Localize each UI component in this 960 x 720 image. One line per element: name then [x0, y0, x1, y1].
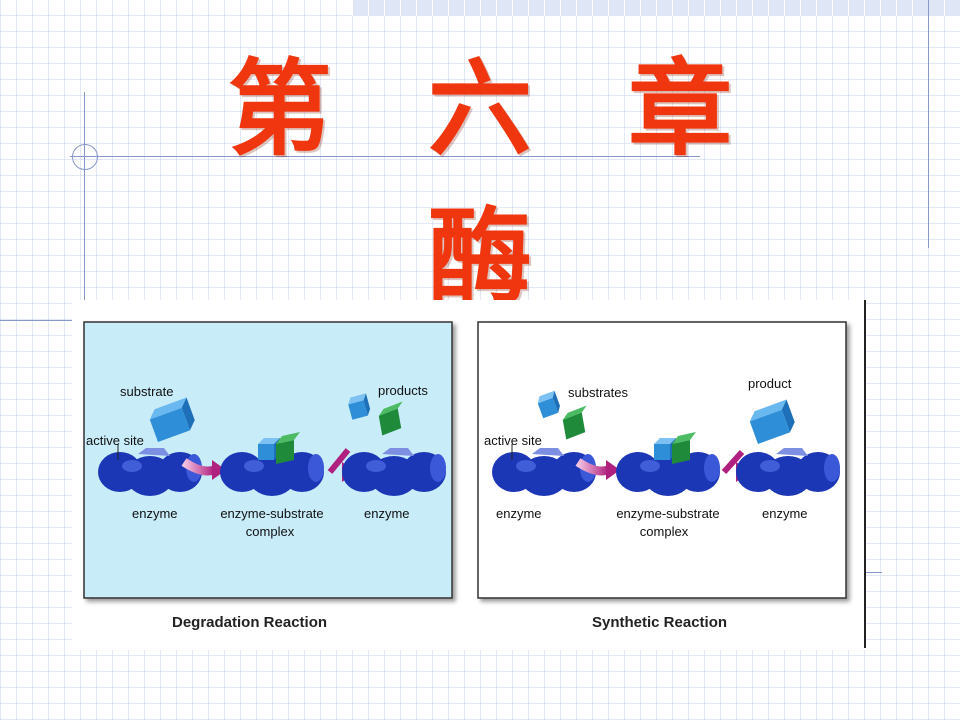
- reaction-arrow-icon: [181, 458, 216, 476]
- label-complex-line2: complex: [246, 524, 295, 539]
- synthetic-caption: Synthetic Reaction: [592, 614, 728, 631]
- decor-line-left-short: [0, 320, 72, 321]
- product-block-icon: [749, 399, 795, 444]
- degradation-caption: Degradation Reaction: [172, 614, 328, 631]
- chapter-title: 第 六 章: [227, 47, 763, 170]
- label-complex-line2: complex: [640, 524, 689, 539]
- enzyme-substrate-complex-icon: [220, 432, 324, 496]
- label-product: product: [748, 376, 792, 391]
- product-block-icon: [348, 393, 371, 420]
- label-enzyme: enzyme: [132, 506, 178, 521]
- label-enzyme: enzyme: [364, 506, 410, 521]
- label-active-site: active site: [86, 433, 144, 448]
- reaction-diagram: substrate active site products enzyme en…: [83, 321, 847, 599]
- label-enzyme: enzyme: [762, 506, 808, 521]
- figure-right-border: [864, 300, 866, 648]
- label-complex-line1: enzyme-substrate: [220, 506, 323, 521]
- label-enzyme: enzyme: [496, 506, 542, 521]
- enzyme-substrate-complex-icon: [616, 432, 720, 496]
- decor-circle: [72, 144, 98, 170]
- substrate-block-icon: [537, 390, 560, 419]
- substrate-block-icon: [149, 397, 195, 442]
- label-products: products: [378, 383, 428, 398]
- decor-line-horizontal: [70, 156, 700, 157]
- decor-line-right-short: [866, 572, 882, 573]
- label-substrate: substrate: [120, 384, 173, 399]
- reaction-arrow-icon: [575, 458, 610, 476]
- decor-line-vertical: [84, 92, 85, 300]
- substrate-block-icon: [562, 405, 587, 440]
- label-substrates: substrates: [568, 385, 628, 400]
- top-decor-band: [352, 0, 960, 16]
- chapter-subtitle: 酶: [427, 195, 532, 318]
- label-active-site: active site: [484, 433, 542, 448]
- label-complex-line1: enzyme-substrate: [616, 506, 719, 521]
- decor-line-right: [928, 0, 929, 248]
- product-block-icon: [378, 401, 403, 436]
- enzyme-reaction-figure: substrate active site products enzyme en…: [72, 300, 866, 650]
